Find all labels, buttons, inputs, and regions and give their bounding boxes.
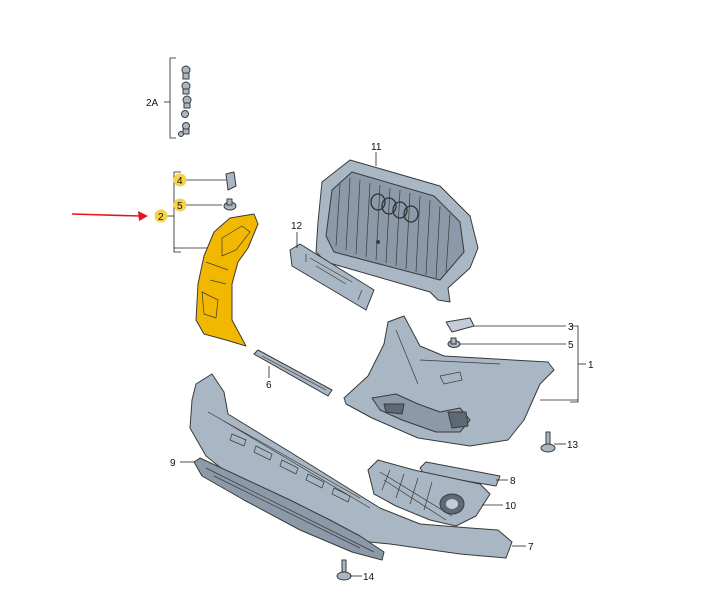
- bracket-2-highlighted: [195, 213, 259, 347]
- brand-rings-icon: [370, 193, 419, 223]
- callout-2: 2: [158, 212, 164, 223]
- callout-badge-2: 2: [154, 209, 168, 223]
- callout-5-right: 5: [568, 340, 574, 351]
- radiator-grille-11: 11: [315, 142, 479, 303]
- callout-1: 1: [588, 360, 594, 371]
- bolt-14: 14: [336, 559, 375, 583]
- callout-10: 10: [505, 501, 517, 512]
- pointer-arrow-icon: [71, 211, 148, 221]
- clip-4-icon: [225, 171, 237, 191]
- lower-spoiler-7: 7: [189, 373, 534, 559]
- spoiler-vent-slots: [229, 433, 351, 503]
- screw-icon: [178, 65, 192, 137]
- callout-badge-4: 4: [173, 173, 187, 187]
- plate-bracket-12: 12: [289, 221, 375, 311]
- hardware-set-2a: 2A: [146, 57, 192, 139]
- fog-grille-10: 10: [367, 459, 517, 527]
- highlight-group-2: 4 5 2: [154, 171, 259, 347]
- callout-12: 12: [291, 221, 303, 232]
- lower-grille-9: 9: [170, 457, 385, 561]
- callout-4: 4: [177, 176, 183, 187]
- callout-badge-5: 5: [173, 198, 187, 212]
- callout-7: 7: [528, 542, 534, 553]
- bumper-cover-1: 1: [343, 315, 594, 447]
- callout-5-left: 5: [177, 201, 183, 212]
- clip-5-right: 5: [447, 337, 574, 351]
- callout-2a: 2A: [146, 98, 159, 109]
- callout-8: 8: [510, 476, 516, 487]
- callout-9: 9: [170, 458, 176, 469]
- trim-strip-6: 6: [253, 349, 333, 397]
- fog-grille-mesh: [379, 469, 453, 521]
- callout-6: 6: [266, 380, 272, 391]
- bolt-13: 13: [540, 431, 579, 453]
- callout-13: 13: [567, 440, 579, 451]
- callout-14: 14: [363, 572, 375, 583]
- clip-5-icon: [223, 198, 237, 211]
- cap-3: 3: [445, 317, 574, 333]
- callout-11: 11: [371, 142, 382, 153]
- callout-3: 3: [568, 322, 574, 333]
